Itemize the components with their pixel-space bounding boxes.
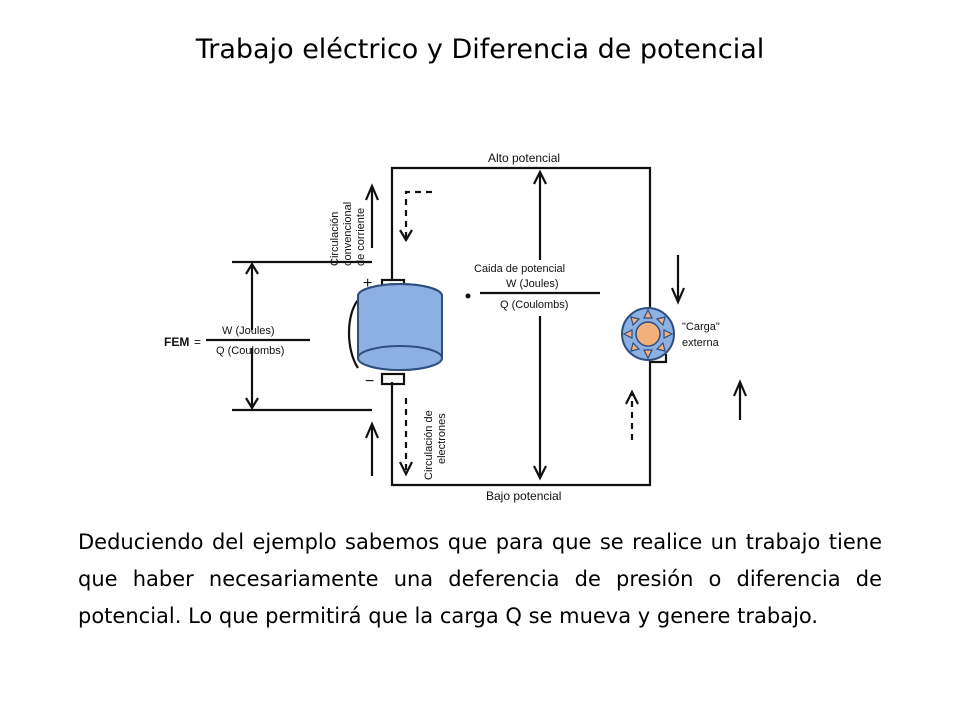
- circulacion-electrones-line2: electrones: [436, 413, 448, 464]
- left-solid-up-arrow: [364, 421, 380, 476]
- plus-sign: +: [363, 275, 372, 292]
- potential-drop-arrows: [533, 169, 547, 481]
- battery-bottom-terminal: [380, 372, 406, 386]
- fem-bracket: [232, 260, 372, 412]
- wire-top: [390, 166, 652, 312]
- battery-cylinder: [357, 283, 443, 371]
- battery-side-curve: [348, 299, 359, 369]
- electron-dashed-head: [399, 461, 413, 477]
- slide-title: Trabajo eléctrico y Diferencia de potenc…: [195, 34, 765, 65]
- circulacion-electrones-line1: Circulación de: [423, 410, 435, 480]
- fem-label: FEM: [164, 335, 189, 349]
- circulacion-corriente-line3: de corriente: [355, 208, 367, 266]
- sun-load-icon: [621, 307, 675, 361]
- externa-label: externa: [682, 337, 720, 349]
- right-solid-up-arrow: [732, 379, 748, 420]
- minus-sign: −: [365, 373, 374, 390]
- right-dashed-head: [625, 389, 639, 405]
- alto-potencial-label: Alto potencial: [488, 151, 560, 165]
- right-solid-down-arrow: [670, 255, 686, 305]
- circuit-diagram: Alto potencial Bajo potencial Circulació…: [164, 151, 748, 503]
- circulacion-corriente-line2: convencional: [342, 202, 354, 266]
- caida-title: Caida de potencial: [474, 263, 565, 275]
- body-paragraph: Deduciendo del ejemplo sabemos que para …: [78, 530, 882, 628]
- fem-numerator: W (Joules): [222, 325, 275, 337]
- carga-label: "Carga": [682, 321, 720, 333]
- current-dashed-arrow: [404, 190, 432, 238]
- current-dashed-head: [399, 229, 413, 243]
- wire-bottom: [390, 358, 652, 487]
- circulacion-corriente-line1: Circulación: [329, 212, 341, 266]
- center-dot: [465, 293, 471, 299]
- caida-denominator: Q (Coulombs): [500, 299, 568, 311]
- current-solid-arrow: [364, 183, 380, 248]
- caida-numerator: W (Joules): [506, 278, 559, 290]
- fem-bracket-arrows: [245, 261, 259, 411]
- bajo-potencial-label: Bajo potencial: [486, 489, 561, 503]
- fem-denominator: Q (Coulombs): [216, 345, 284, 357]
- load-connector: [650, 354, 668, 364]
- fem-equals: =: [194, 335, 201, 349]
